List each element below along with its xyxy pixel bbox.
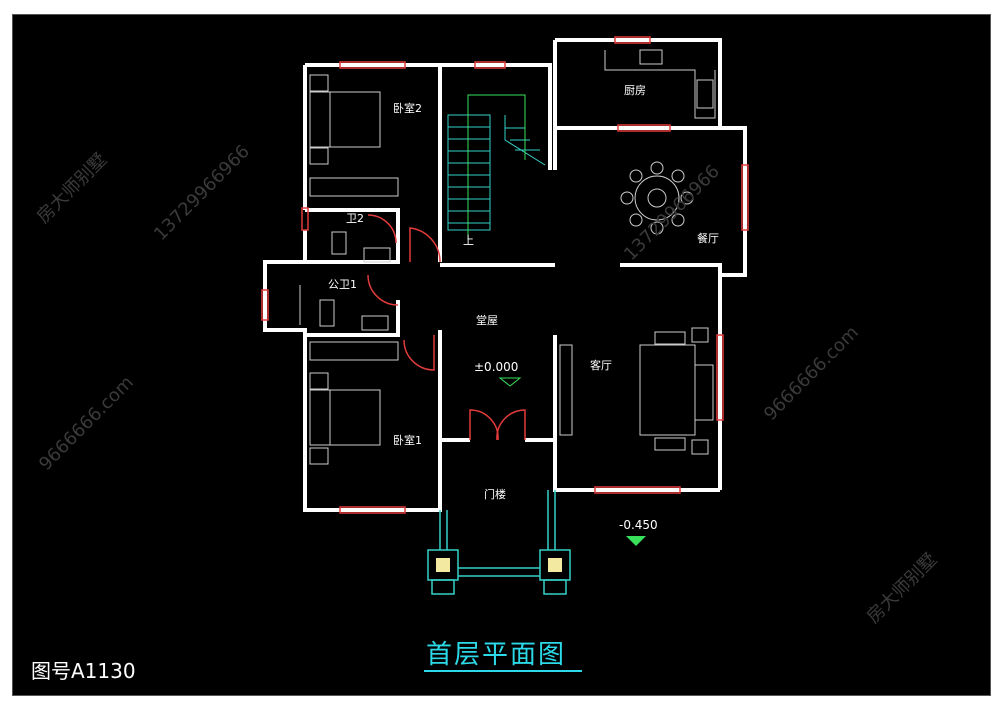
bed xyxy=(309,91,381,148)
wall xyxy=(440,63,552,170)
window xyxy=(741,164,749,231)
stair-arrow xyxy=(467,94,526,240)
staircase xyxy=(447,114,546,231)
column-base xyxy=(543,579,567,595)
column-core xyxy=(436,558,450,572)
wardrobe xyxy=(309,177,399,197)
room-label-kitchen: 厨房 xyxy=(624,84,646,97)
door-swing xyxy=(403,335,435,371)
doors xyxy=(367,214,526,441)
door-swing xyxy=(469,409,499,441)
dining-table xyxy=(634,175,680,221)
room-label-bedroom1: 卧室1 xyxy=(393,434,422,447)
floor-elevation: ±0.000 xyxy=(474,360,519,374)
title-underline xyxy=(424,670,582,672)
door-swing xyxy=(367,274,399,306)
room-label-dining: 餐厅 xyxy=(697,232,719,245)
window xyxy=(594,486,681,494)
room-label-bath2: 卫2 xyxy=(346,212,364,225)
wall xyxy=(263,230,442,512)
window xyxy=(261,289,269,321)
wall xyxy=(553,440,720,492)
stair-flight xyxy=(504,115,546,166)
room-label-bedroom2: 卧室2 xyxy=(393,102,422,115)
door-swing xyxy=(367,214,397,244)
door-swing xyxy=(496,409,526,441)
bed xyxy=(309,389,381,446)
window xyxy=(614,36,651,44)
tv-cabinet xyxy=(559,344,573,436)
stair-up-label: 上 xyxy=(463,234,474,247)
window xyxy=(339,506,406,514)
drawing-canvas xyxy=(12,14,991,696)
ground-elevation: -0.450 xyxy=(619,518,658,532)
stair-path xyxy=(467,94,526,240)
sofa xyxy=(694,364,714,421)
wall xyxy=(555,38,722,128)
window xyxy=(716,334,724,421)
porch xyxy=(427,490,571,595)
wall xyxy=(720,126,747,277)
furniture xyxy=(299,49,716,465)
column-core xyxy=(548,558,562,572)
drawing-title: 首层平面图 xyxy=(426,640,567,670)
elevation-marker xyxy=(626,536,646,546)
walls xyxy=(263,38,747,512)
room-label-hall: 堂屋 xyxy=(476,314,498,327)
room-label-porch: 门楼 xyxy=(484,488,506,501)
window xyxy=(339,61,406,69)
drawing-number: 图号A1130 xyxy=(31,659,136,683)
room-label-living: 客厅 xyxy=(590,359,612,372)
column-base xyxy=(431,579,455,595)
room-label-public-bath: 公卫1 xyxy=(328,278,357,291)
window xyxy=(474,61,506,69)
wall xyxy=(620,263,722,330)
coffee-table xyxy=(639,344,696,436)
window xyxy=(301,207,309,231)
window xyxy=(617,124,671,132)
door-swing xyxy=(409,227,441,263)
windows xyxy=(261,36,749,514)
elevation-marker xyxy=(498,377,522,387)
stair-flight xyxy=(447,114,491,231)
wardrobe xyxy=(309,341,399,361)
